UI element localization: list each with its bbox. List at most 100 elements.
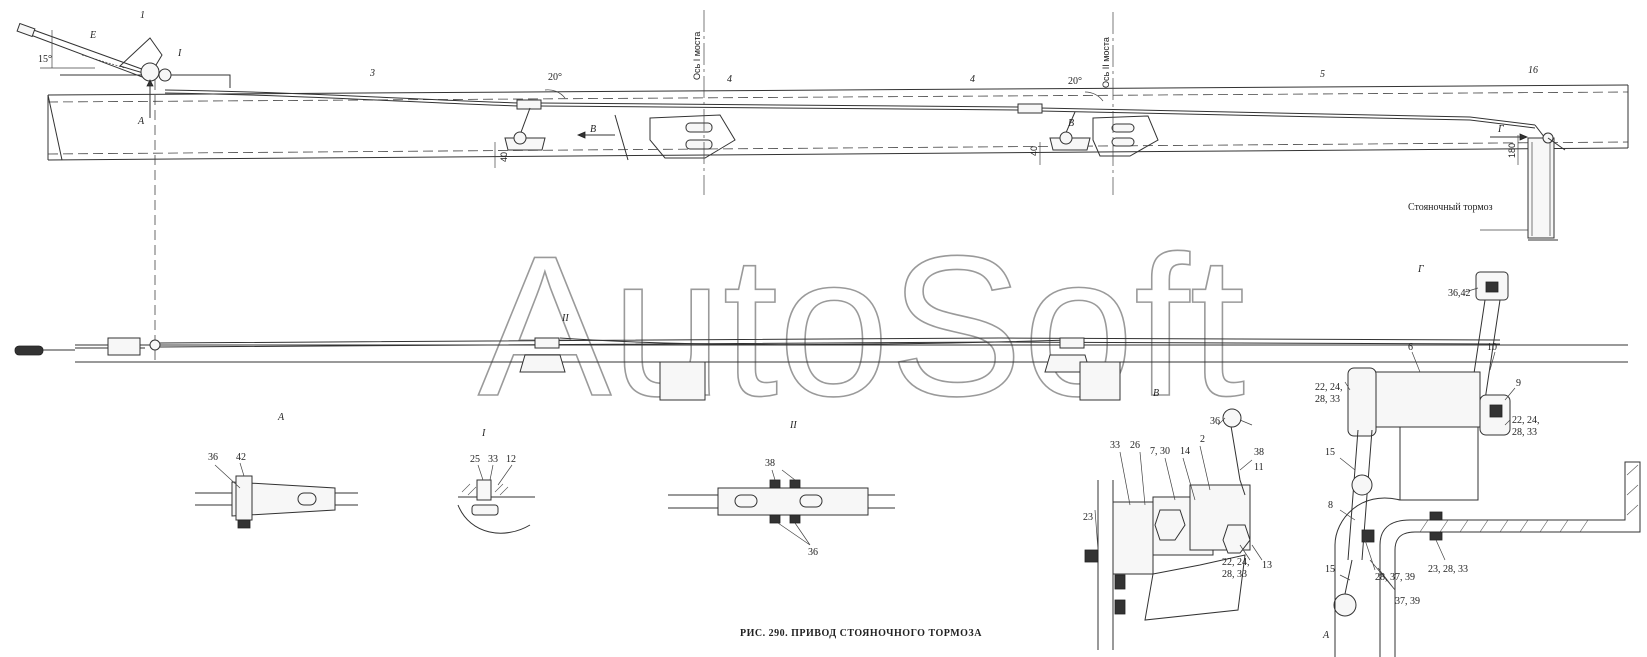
turnbuckle-1 [516,99,542,110]
watermark-text: AutoSoft [478,215,1245,438]
axle-bracket-2-slot [1111,123,1135,133]
angle-15-label: 15° [38,54,52,65]
view-G-c28-37-39: 28, 37, 39 [1375,572,1415,583]
plan-turnbuckle-2 [1059,337,1085,349]
view-I-title: I [481,428,486,439]
view-G-hatching [1419,464,1639,533]
view-G-housing-6 [1374,371,1481,428]
arrow-G-head [1519,133,1529,141]
intermediate-lever-1 [519,107,531,136]
view-B-c13: 13 [1262,560,1272,571]
view-G-frame-hook [1600,461,1641,533]
view-G-c23-28-33: 23, 28, 33 [1428,564,1468,575]
view-B-c36: 36 [1210,416,1220,427]
view-G-c10: 10 [1487,342,1497,353]
arrow-G-label: Г [1497,124,1504,135]
plan-cable [159,337,1501,344]
view-B-c14: 14 [1180,446,1190,457]
view-G-c15a: 15 [1325,447,1335,458]
detail-view-G: Г 36,42 6 10 9 22, 24, 28, 33 22, 24, [1315,264,1641,657]
callout-4b: 4 [970,74,975,85]
brake-lever-arm [1547,137,1566,151]
view-G-leaders [1339,287,1516,591]
view-B-bolt-1 [1114,574,1126,590]
view-B-hex-1 [1154,509,1186,541]
lever-bracket [119,37,163,76]
plan-axle-bracket-2 [1079,361,1121,401]
view-I-c25: 25 [470,454,480,465]
cable-5 [1039,107,1536,126]
cable-pulley [158,68,172,82]
view-B-lever-eye [1222,408,1242,428]
rod-3-edge [164,92,521,107]
cable-5-edge [1039,110,1536,129]
view-B-bolt-2 [1114,599,1126,615]
callout-1: 1 [140,10,145,21]
view-B-c26: 26 [1130,440,1140,451]
view-II-nut-1 [769,479,781,489]
view-G-title: Г [1417,264,1424,275]
dim-180-label: 180 [1507,143,1517,158]
lever-pivot [140,62,160,82]
plan-cable-edge [159,341,1501,348]
view-II-nut-4 [789,514,801,524]
plan-pivot [149,339,161,351]
view-G-link-pin [1351,474,1373,496]
view-II-leaders [771,469,811,546]
view-A-leaders [214,462,245,489]
axle-bracket-1 [649,114,736,159]
angle-20-left: 20° [548,72,562,83]
view-G-frame-left [1334,497,1401,657]
view-G-c6: 6 [1408,342,1413,353]
lever-2-pivot [1059,131,1073,145]
view-G-bottom-eye [1333,593,1357,617]
lever-bracket-2 [1049,137,1091,151]
arrow-B-label-right: В [1068,118,1074,129]
view-B-c23: 23 [1083,512,1093,523]
callout-3: 3 [369,68,375,79]
view-II-c36: 36 [808,547,818,558]
dim-40-right-label: 40 [1029,146,1039,156]
view-G-mount-nut [1429,511,1443,521]
view-G-c8: 8 [1328,500,1333,511]
view-I-leaders [477,464,513,486]
view-G-c28-33-right: 28, 33 [1512,427,1537,438]
plan-bracket-1 [519,354,566,373]
view-II-title: II [789,420,797,431]
view-G-c36-42: 36,42 [1448,288,1471,299]
ratchet-spring [81,54,126,69]
detail-view-B: 33 26 7, 30 14 2 36 38 11 23 22, 24, 28,… [1083,408,1272,650]
plan-lever-base [107,337,141,356]
view-G-c22-24-right: 22, 24, [1512,415,1540,426]
callout-4a: 4 [727,74,732,85]
frame-bottom-edge [47,147,1629,161]
view-I-clip [471,504,499,516]
view-G-link-nut [1361,529,1375,543]
axle-bracket-2 [1092,115,1159,157]
cable-4-edge [539,105,1021,111]
view-G-lower-rod [1344,559,1353,595]
dim-40-left-label: 40 [499,152,509,162]
hand-lever [27,27,151,73]
plan-handle-grip [14,345,44,356]
view-G-cA: А [1322,630,1330,641]
frame-hidden-edge [47,91,1629,103]
frame-left-end [47,94,63,161]
view-A-nut [237,519,251,529]
view-G-frame-outer [1379,519,1600,657]
plan-view: II В [14,313,1628,401]
side-view: 15° Е 1 I 3 А 20° 20° Ось I моста Ось II… [16,10,1629,365]
view-B-bracket [1144,554,1246,621]
plan-callout-B: В [1153,388,1159,399]
arrow-B-label-left: В [590,124,596,135]
view-A-pin [235,475,253,521]
figure-caption: РИС. 290. ПРИВОД СТОЯНОЧНОГО ТОРМОЗА [740,628,982,639]
plan-callout-II: II [561,313,569,324]
frame-hidden-edge-2 [47,141,1629,155]
frame-step-1 [614,114,629,161]
callout-16: 16 [1528,65,1538,76]
view-G-c22-24-left: 22, 24, [1315,382,1343,393]
view-I-hatch [461,483,509,496]
view-B-c33: 33 [1110,440,1120,451]
plan-axle-bracket-1 [659,361,706,401]
